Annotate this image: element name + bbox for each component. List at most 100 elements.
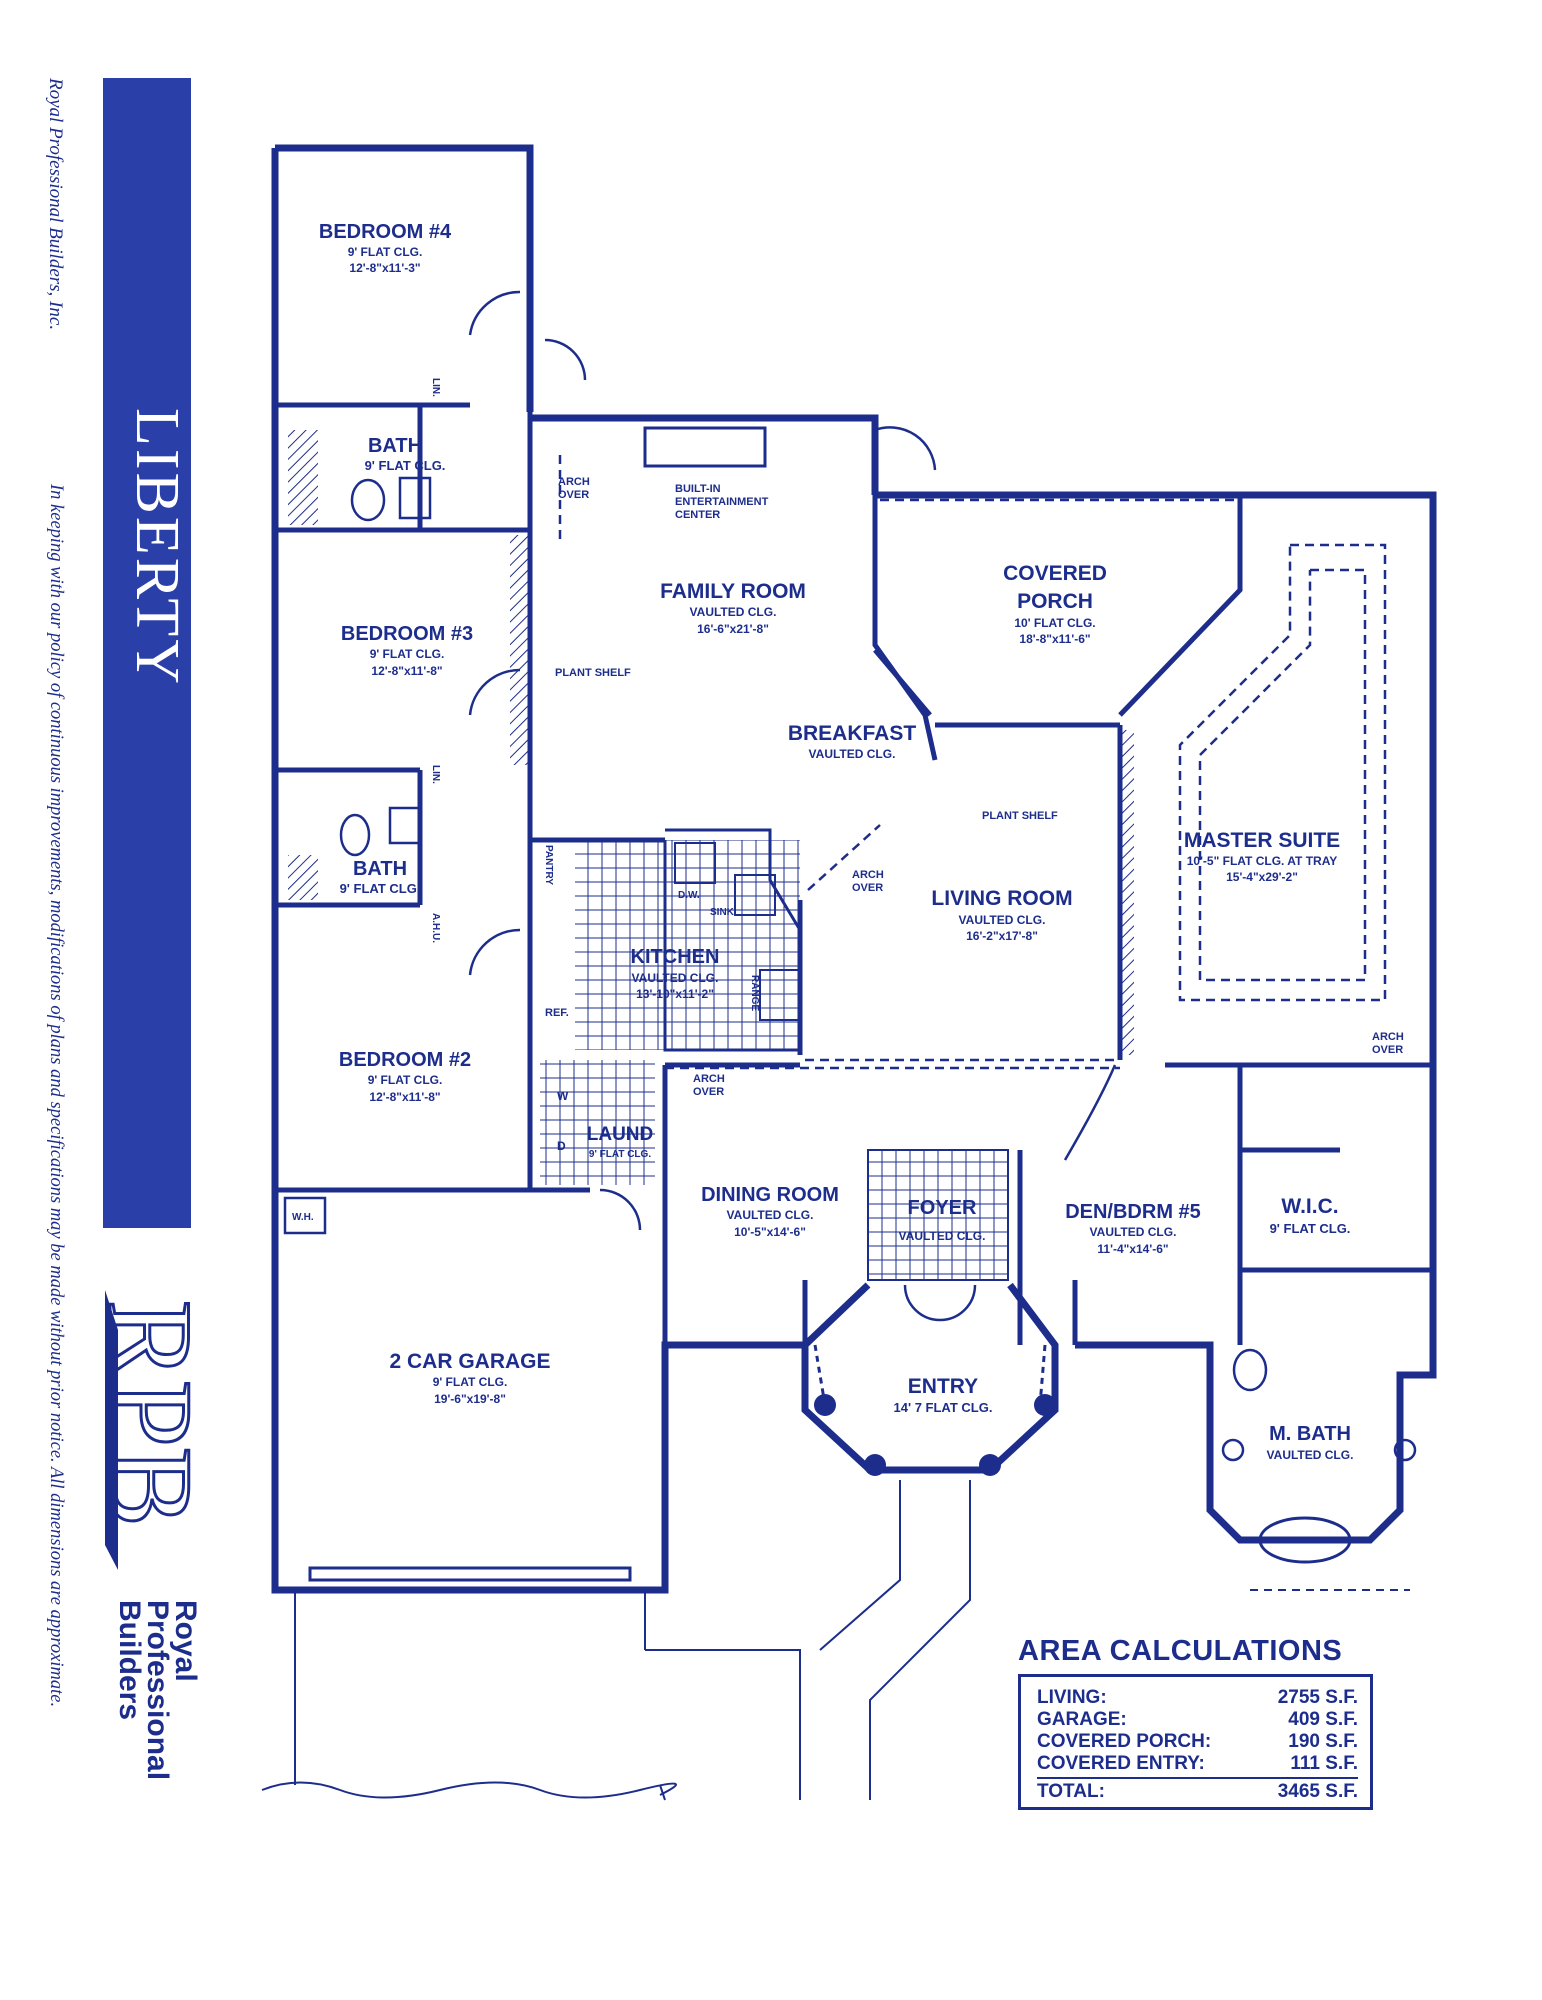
arch-over-4b: OVER — [1372, 1044, 1403, 1056]
logo-text-3: Builders — [113, 1600, 146, 1720]
living-room-name: LIVING ROOM — [931, 887, 1072, 910]
range-icon — [759, 969, 801, 1021]
arch-over-1a: ARCH — [558, 476, 590, 488]
den-size: 11'-4"x14'-6" — [1097, 1242, 1168, 1256]
dining-room-ceiling: VAULTED CLG. — [727, 1208, 814, 1222]
door-swings — [468, 290, 1117, 1322]
area-row-value: 111 S.F. — [1290, 1753, 1358, 1774]
area-row-label: COVERED PORCH: — [1037, 1731, 1212, 1752]
range-label: RANGE — [749, 975, 760, 1011]
bath-lower-name: BATH — [353, 858, 407, 880]
foyer-tile — [867, 1149, 1009, 1281]
family-room-size: 16'-6"x21'-8" — [697, 622, 769, 636]
wh-label: W.H. — [292, 1212, 314, 1223]
entertainment-2: ENTERTAINMENT — [675, 496, 769, 508]
kitchen-ceiling: VAULTED CLG. — [632, 971, 719, 985]
dryer-label: D — [557, 1139, 566, 1153]
area-total-row: TOTAL: 3465 S.F. — [1037, 1777, 1358, 1803]
family-room-name: FAMILY ROOM — [660, 580, 806, 603]
laundry-tile — [540, 1060, 655, 1185]
arch-over-3b: OVER — [693, 1086, 724, 1098]
bedroom2-name: BEDROOM #2 — [339, 1049, 471, 1071]
kitchen-tile — [575, 840, 800, 1050]
plan-name-banner: LIBERTY — [103, 78, 191, 1228]
sink-icon — [734, 874, 776, 916]
water-heater — [283, 1196, 327, 1235]
entertainment-3: CENTER — [675, 509, 720, 521]
dining-room-size: 10'-5"x14'-6" — [734, 1225, 806, 1239]
area-row-value: 190 S.F. — [1288, 1731, 1358, 1752]
room-labels: BEDROOM #4 9' FLAT CLG. 12'-8"x11'-3" BA… — [319, 221, 1354, 1462]
dishwasher — [674, 842, 716, 884]
garage-ceiling: 9' FLAT CLG. — [433, 1375, 508, 1389]
foyer-name: FOYER — [908, 1197, 977, 1219]
master-suite-size: 15'-4"x29'-2" — [1226, 870, 1298, 884]
area-total-value: 3465 S.F. — [1277, 1781, 1358, 1802]
entertainment-center — [643, 426, 767, 468]
bedroom2-size: 12'-8"x11'-8" — [369, 1090, 440, 1104]
laundry-name: LAUND — [587, 1124, 654, 1145]
bath-upper-name: BATH — [368, 435, 422, 457]
master-suite-name: MASTER SUITE — [1184, 829, 1340, 852]
arch-over-3a: ARCH — [693, 1073, 725, 1085]
dining-room-name: DINING ROOM — [701, 1184, 839, 1206]
entry-ceiling: 14' 7 FLAT CLG. — [894, 1400, 993, 1415]
plant-shelf-1: PLANT SHELF — [555, 667, 631, 679]
den-name: DEN/BDRM #5 — [1065, 1201, 1201, 1223]
area-row-label: LIVING: — [1037, 1687, 1107, 1708]
washer-label: W — [557, 1089, 569, 1103]
entry-octagon — [801, 1282, 1059, 1474]
bedroom4-size: 12'-8"x11'-3" — [349, 261, 420, 275]
area-row-label: COVERED ENTRY: — [1037, 1753, 1205, 1774]
bedroom4-ceiling: 9' FLAT CLG. — [348, 245, 423, 259]
master-tub — [1258, 1516, 1352, 1564]
bath-lower-ceiling: 9' FLAT CLG. — [340, 881, 421, 896]
area-total-label: TOTAL: — [1037, 1781, 1105, 1802]
area-row: COVERED PORCH: 190 S.F. — [1037, 1731, 1358, 1753]
annotations: ARCH OVER BUILT-IN ENTERTAINMENT CENTER … — [292, 378, 1404, 1223]
breakfast-name: BREAKFAST — [788, 722, 917, 745]
fixtures — [339, 476, 1417, 1462]
area-calculations: AREA CALCULATIONS LIVING:2755 S.F. GARAG… — [1018, 1635, 1373, 1810]
kitchen-size: 13'-10"x11'-2" — [636, 987, 714, 1001]
laundry-ceiling: 9' FLAT CLG. — [589, 1149, 651, 1160]
pantry-label: PANTRY — [543, 845, 554, 885]
bedroom4-name: BEDROOM #4 — [319, 221, 452, 243]
entry-name: ENTRY — [908, 1375, 978, 1398]
master-bath-name: M. BATH — [1269, 1423, 1351, 1445]
area-row-value: 409 S.F. — [1288, 1709, 1358, 1730]
master-suite-ceiling: 10'-5" FLAT CLG. AT TRAY — [1187, 854, 1338, 868]
sink-label: SINK — [710, 907, 735, 918]
porch-name-1: COVERED — [1003, 562, 1107, 585]
plant-shelf-family — [510, 535, 528, 765]
master-bath-ceiling: VAULTED CLG. — [1267, 1448, 1354, 1462]
area-row: LIVING: 2755 S.F. — [1037, 1687, 1358, 1709]
garage-name: 2 CAR GARAGE — [389, 1350, 550, 1373]
porch-size: 18'-8"x11'-6" — [1019, 632, 1090, 646]
bedroom2-ceiling: 9' FLAT CLG. — [368, 1073, 443, 1087]
living-room-ceiling: VAULTED CLG. — [959, 913, 1046, 927]
dw-label: D.W. — [678, 890, 700, 901]
area-table: LIVING: 2755 S.F. GARAGE:409 S.F. COVERED… — [1018, 1674, 1373, 1810]
site-lines — [261, 1480, 1410, 1801]
bath-upper-ceiling: 9' FLAT CLG. — [365, 458, 446, 473]
master-tray — [1178, 543, 1387, 1002]
wic-ceiling: 9' FLAT CLG. — [1270, 1221, 1351, 1236]
arch-over-2b: OVER — [852, 882, 883, 894]
family-room-ceiling: VAULTED CLG. — [690, 605, 777, 619]
ref-label: REF. — [545, 1007, 569, 1019]
entry-columns — [814, 1394, 1056, 1476]
bedroom3-ceiling: 9' FLAT CLG. — [370, 647, 445, 661]
arch-over-1b: OVER — [558, 489, 589, 501]
area-row: GARAGE:409 S.F. — [1037, 1709, 1358, 1731]
logo-text-2: Professional — [141, 1600, 174, 1780]
bedroom3-size: 12'-8"x11'-8" — [371, 664, 442, 678]
shower-upper — [288, 430, 318, 525]
plant-shelf-2: PLANT SHELF — [982, 810, 1058, 822]
porch-name-2: PORCH — [1017, 590, 1093, 613]
area-row-value: 2755 S.F. — [1277, 1687, 1358, 1708]
logo-text-1: Royal — [169, 1600, 202, 1682]
bedroom3-name: BEDROOM #3 — [341, 623, 473, 645]
tub-lower — [288, 855, 318, 900]
kitchen-counter — [663, 828, 802, 1052]
